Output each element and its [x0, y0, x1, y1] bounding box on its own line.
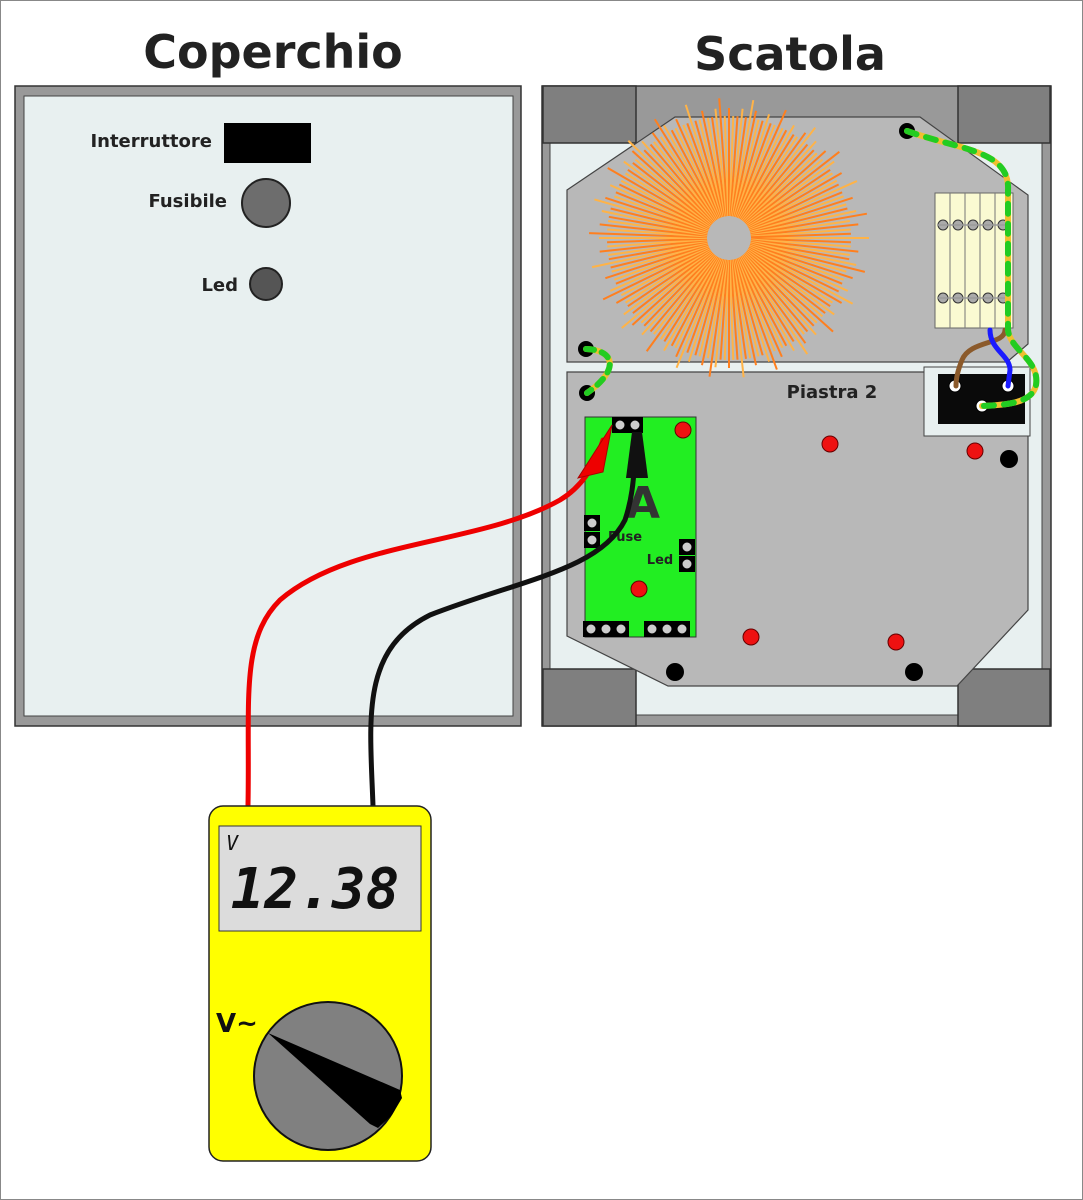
plate-label: Piastra 2: [787, 382, 878, 403]
power-switch[interactable]: [224, 123, 311, 163]
corner-post-top-left: [542, 85, 637, 144]
pcb-led-label: Led: [647, 553, 673, 568]
red-probe-tip: [576, 424, 613, 479]
black-probe-tip: [626, 432, 648, 478]
box-title: Scatola: [694, 27, 886, 81]
corner-post-bottom-left: [542, 668, 637, 727]
led-indicator: [249, 267, 283, 301]
fuse-holder[interactable]: [241, 178, 291, 228]
pcb-test-point: [674, 421, 692, 439]
fuse-label: Fusibile: [148, 191, 227, 212]
lcd-reading: 12.38: [231, 857, 400, 922]
toroidal-transformer-icon: [589, 98, 869, 378]
selector-pointer: [268, 1033, 402, 1128]
pcb-test-point: [630, 580, 648, 598]
internal-wiring: [583, 128, 1040, 409]
selector-label: V~: [216, 1009, 258, 1039]
switch-label: Interruttore: [90, 131, 212, 152]
led-label: Led: [201, 275, 238, 296]
multimeter-lcd: [218, 825, 422, 932]
red-probe-lead: [245, 437, 606, 808]
test-points: [742, 435, 984, 651]
lid-title: Coperchio: [143, 25, 403, 79]
corner-post-top-right: [957, 85, 1051, 144]
corner-post-bottom-right: [957, 668, 1051, 727]
pcb-screw-terminals: [583, 417, 695, 637]
lcd-unit: V: [226, 831, 239, 855]
black-probe-lead: [368, 467, 637, 809]
terminal-block-icon: [934, 192, 1014, 329]
